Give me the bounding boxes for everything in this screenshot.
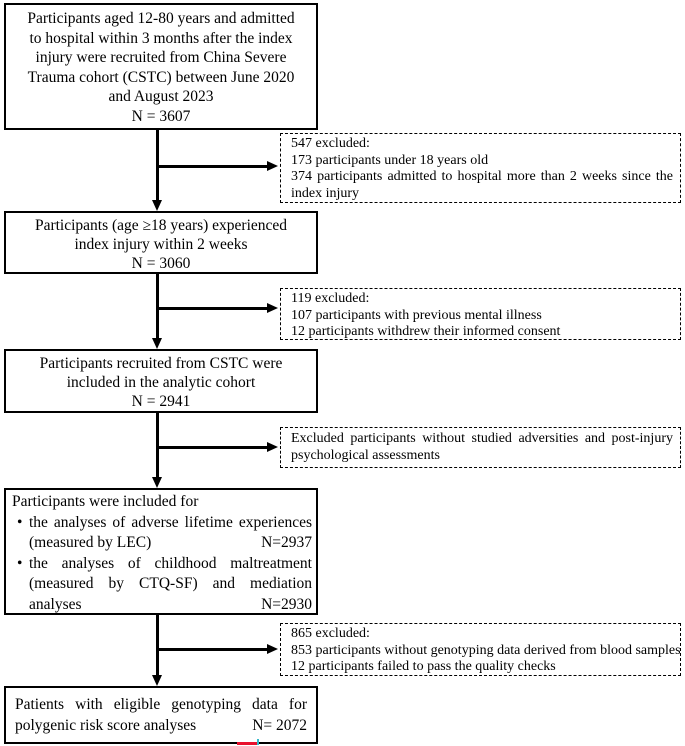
flow-line-branch-3 [157, 446, 267, 449]
text-line: (measured by LEC) N=2937 [29, 533, 312, 554]
exclusion-box-2: 119 excluded: 107 participants with prev… [280, 288, 681, 340]
text-line: included in the analytic cohort [66, 374, 256, 391]
text-line: the analyses of adverse lifetime experie… [29, 513, 312, 531]
exclusion-box-1: 547 excluded: 173 participants under 18 … [280, 133, 681, 203]
sample-size: N=2937 [261, 534, 312, 551]
bullet-item: • the analyses of adverse lifetime exper… [12, 513, 312, 554]
text-line: to hospital within 3 months after the in… [29, 29, 293, 47]
exclusion-box-3: Excluded participants without studied ad… [280, 427, 681, 468]
text-line: Participants (age ≥18 years) experienced [34, 217, 288, 234]
flow-line-branch-4 [157, 648, 267, 651]
flow-line-vertical-3 [156, 413, 159, 477]
arrow-right-icon [267, 161, 278, 171]
flow-line-branch-2 [157, 307, 267, 310]
text-line: Participants recruited from CSTC were [39, 355, 283, 372]
bullet-icon: • [17, 513, 23, 531]
text-segment: (measured by LEC) [29, 534, 152, 551]
text-line: the analyses of childhood maltreatment [29, 554, 312, 572]
exclusion-reason: 12 participants failed to pass the quali… [291, 659, 556, 674]
flow-line-vertical-2 [156, 274, 159, 338]
exclusion-reason: Excluded participants without studied ad… [291, 431, 673, 463]
box-recruitment: Participants aged 12-80 years and admitt… [4, 3, 318, 130]
sample-size: N= 2072 [252, 717, 307, 734]
text-line: Participants were included for [12, 493, 199, 510]
sample-size: N=2930 [261, 595, 312, 613]
arrow-down-icon [152, 338, 162, 349]
arrow-down-icon [152, 200, 162, 211]
arrow-down-icon [152, 477, 162, 488]
sample-size: N = 2941 [131, 393, 191, 410]
exclusion-reason: 107 participants with previous mental il… [291, 307, 542, 323]
arrow-right-icon [267, 303, 278, 313]
box-analysis-inclusion: Participants were included for • the ana… [4, 488, 318, 615]
arrow-right-icon [267, 442, 278, 452]
exclusion-reason: 374 participants admitted to hospital mo… [291, 169, 673, 201]
exclusion-reason: 853 participants without genotyping data… [291, 642, 681, 658]
exclusion-reason: 12 participants withdrew their informed … [291, 324, 561, 339]
exclusion-box-4: 865 excluded: 853 participants without g… [280, 623, 681, 676]
text-line: analyses N=2930 [29, 595, 312, 616]
text-line: (measured by CTQ-SF) and mediation [29, 575, 312, 592]
cursor-tick-artifact [257, 739, 259, 745]
text-line: index injury within 2 weeks [74, 236, 248, 253]
text-line: Trauma cohort (CSTC) between June 2020 [27, 68, 295, 86]
text-line: Participants aged 12-80 years and admitt… [27, 10, 295, 27]
arrow-down-icon [152, 675, 162, 686]
text-segment: analyses [29, 595, 82, 613]
exclusion-reason: 173 participants under 18 years old [291, 152, 489, 168]
flow-line-branch-1 [157, 165, 267, 168]
box-genotyping: Patients with eligible genotyping data f… [4, 686, 318, 744]
box-age-filter: Participants (age ≥18 years) experienced… [4, 211, 318, 274]
text-line: polygenic risk score analyses N= 2072 [15, 715, 307, 736]
sample-size: N = 3060 [131, 255, 191, 272]
sample-size: N = 3607 [131, 107, 191, 125]
flow-line-vertical-4 [156, 615, 159, 675]
exclusion-header: 865 excluded: [291, 626, 370, 641]
text-line: and August 2023 [108, 88, 214, 105]
bullet-item: • the analyses of childhood maltreatment… [12, 554, 312, 616]
arrow-right-icon [267, 644, 278, 654]
spellcheck-underline-artifact [237, 742, 258, 745]
text-line: injury were recruited from China Severe [35, 49, 287, 66]
text-line: Patients with eligible genotyping data f… [15, 696, 307, 713]
bullet-icon: • [17, 554, 23, 572]
box-analytic-cohort: Participants recruited from CSTC were in… [4, 349, 318, 413]
text-segment: polygenic risk score analyses [15, 717, 197, 734]
exclusion-header: 119 excluded: [291, 291, 370, 306]
exclusion-header: 547 excluded: [291, 136, 370, 151]
